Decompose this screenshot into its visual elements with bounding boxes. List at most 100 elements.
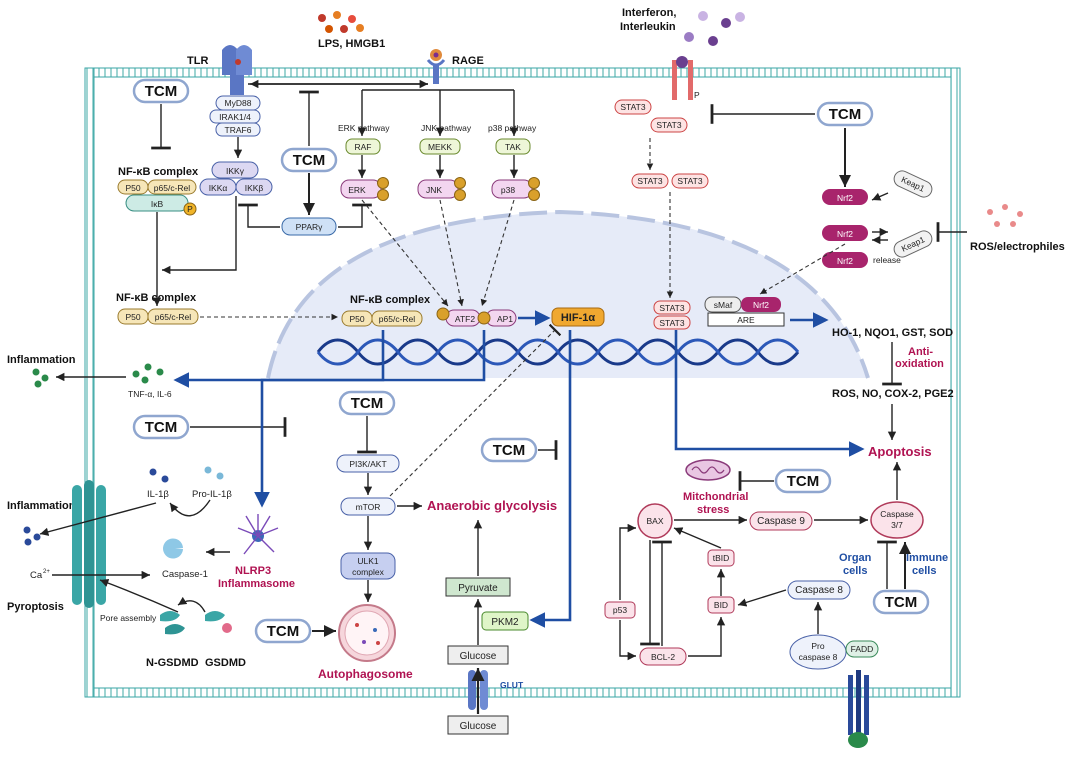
svg-text:p53: p53 — [613, 605, 627, 615]
inflammasome-label: Inflammasome — [218, 578, 295, 590]
il1b-molecules — [149, 468, 169, 483]
apoptosis-label: Apoptosis — [868, 444, 932, 459]
pro-il1b-label: Pro-IL-1β — [192, 489, 232, 500]
lps-label: LPS, HMGB1 — [318, 38, 385, 50]
inflammatory-cytokines-1 — [32, 368, 49, 388]
ikk-gamma: IKKγ — [211, 161, 259, 179]
tcm-box-8: TCM — [254, 618, 312, 644]
tcm-box-9: TCM — [872, 589, 930, 615]
erk-pathway-label: ERK pathway — [338, 123, 390, 133]
svg-text:STAT3: STAT3 — [677, 176, 702, 186]
svg-text:MyD88: MyD88 — [225, 98, 252, 108]
cytokine-receptor: P — [672, 56, 700, 100]
bid: BID — [707, 596, 735, 614]
caspase9: Caspase 9 — [749, 511, 813, 531]
raf: RAF — [345, 138, 381, 155]
tcm-box-2: TCM — [280, 147, 338, 173]
svg-text:TCM: TCM — [493, 442, 526, 459]
mito-label-1: Mitchondrial — [683, 491, 748, 503]
release-label: release — [873, 255, 901, 265]
svg-text:TCM: TCM — [145, 83, 178, 100]
tcm-box-1: TCM — [132, 78, 190, 104]
svg-text:AP1: AP1 — [497, 314, 513, 324]
svg-text:PKM2: PKM2 — [491, 617, 519, 628]
svg-text:P: P — [187, 204, 193, 214]
mtor: mTOR — [340, 497, 396, 516]
cell-interior — [85, 68, 960, 696]
dna-helix — [316, 338, 800, 366]
svg-text:IκB: IκB — [151, 199, 164, 209]
svg-text:Nrf2: Nrf2 — [837, 193, 853, 203]
svg-text:HIF-1α: HIF-1α — [561, 312, 596, 324]
pyroptosis-label: Pyroptosis — [7, 601, 64, 613]
nrf2-nuclear: Nrf2 — [741, 297, 781, 312]
immune-label-2: cells — [912, 565, 936, 577]
myd88: MyD88 — [215, 95, 261, 111]
nrf2-1: Nrf2 — [822, 189, 868, 205]
svg-text:TRAF6: TRAF6 — [225, 125, 252, 135]
bcl2: BCL-2 — [639, 647, 687, 666]
svg-text:PI3K/AKT: PI3K/AKT — [349, 459, 386, 469]
nfkb-complex-title-3: NF-κB complex — [350, 294, 431, 306]
p65-2: p65/c-Rel — [147, 308, 199, 325]
oxidation-label: oxidation — [895, 358, 944, 370]
svg-text:P50: P50 — [125, 183, 140, 193]
nlrp3-label: NLRP3 — [235, 565, 271, 577]
autophagosome-icon — [338, 604, 396, 662]
keap1-1: Keap1 — [893, 170, 933, 198]
rage-label: RAGE — [452, 55, 484, 67]
ppar-gamma: PPARγ — [281, 217, 337, 236]
svg-text:STAT3: STAT3 — [637, 176, 662, 186]
smaf: sMaf — [704, 296, 742, 313]
svg-text:TCM: TCM — [351, 395, 384, 412]
tlr-label: TLR — [187, 55, 208, 67]
svg-text:Pyruvate: Pyruvate — [458, 583, 498, 594]
p38: p38 — [491, 177, 540, 201]
calcium-charge: 2+ — [43, 569, 50, 575]
gsdmd-icons — [160, 611, 232, 635]
organ-label-2: cells — [843, 565, 867, 577]
inflammation-label-2: Inflammation — [7, 500, 76, 512]
svg-text:TCM: TCM — [885, 594, 918, 611]
anaerobic-glycolysis-label: Anaerobic glycolysis — [427, 498, 557, 513]
svg-text:IRAK1/4: IRAK1/4 — [219, 112, 251, 122]
autophagosome-label: Autophagosome — [318, 667, 413, 681]
svg-text:ERK: ERK — [348, 185, 366, 195]
pro-il1b-molecules — [204, 466, 224, 480]
antioxidant-genes-label: HO-1, NQO1, GST, SOD — [832, 327, 953, 339]
bax: BAX — [637, 503, 673, 539]
ros-electrophiles-label: ROS/electrophiles — [970, 241, 1065, 253]
svg-text:p65/c-Rel: p65/c-Rel — [155, 312, 191, 322]
erk: ERK — [340, 177, 389, 201]
svg-text:P50: P50 — [125, 312, 140, 322]
calcium-label: Ca — [30, 570, 43, 581]
svg-text:ARE: ARE — [737, 315, 755, 325]
svg-text:TCM: TCM — [145, 419, 178, 436]
svg-text:JNK: JNK — [426, 185, 442, 195]
nuclear-envelope — [266, 209, 870, 379]
svg-text:Nrf2: Nrf2 — [837, 229, 853, 239]
svg-text:P50: P50 — [349, 314, 364, 324]
p50-1: P50 — [117, 179, 149, 195]
svg-text:Glucose: Glucose — [460, 651, 497, 662]
jnk-pathway-label: JNK pathway — [421, 123, 472, 133]
svg-text:complex: complex — [352, 567, 384, 577]
svg-text:Caspase 9: Caspase 9 — [757, 516, 805, 527]
tak: TAK — [495, 138, 531, 155]
p50-3: P50 — [341, 310, 373, 327]
nrf2-2: Nrf2 — [822, 225, 868, 241]
svg-text:Nrf2: Nrf2 — [753, 300, 769, 310]
caspase8: Caspase 8 — [787, 580, 851, 600]
svg-text:p38: p38 — [501, 185, 515, 195]
tcm-box-3: TCM — [816, 101, 874, 127]
svg-text:TAK: TAK — [505, 142, 521, 152]
pyruvate: Pyruvate — [445, 577, 511, 597]
mito-label-2: stress — [697, 504, 729, 516]
tcm-box-4: TCM — [132, 414, 190, 440]
svg-text:Caspase: Caspase — [880, 509, 914, 519]
lps-molecules — [318, 11, 364, 33]
svg-text:IKKβ: IKKβ — [245, 183, 264, 193]
membrane-left — [84, 67, 95, 698]
organ-label-1: Organ — [839, 552, 872, 564]
